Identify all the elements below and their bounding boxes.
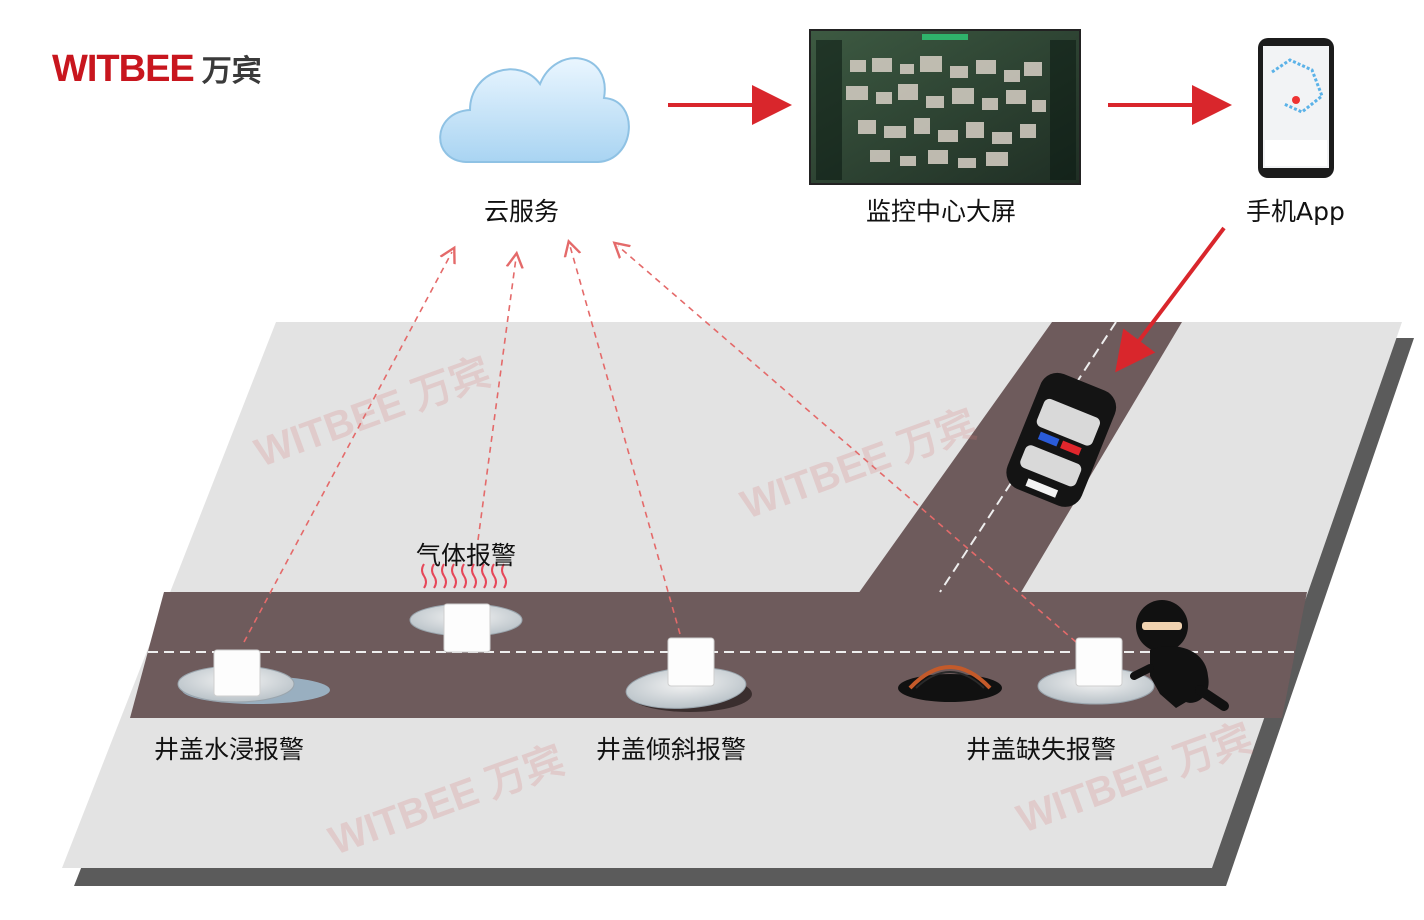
sensor-icon [667, 637, 715, 687]
arrow-phone-to-car [1115, 226, 1226, 373]
sensor-tilt [625, 637, 752, 712]
manhole-icon [898, 665, 1002, 702]
sensor-icon [1075, 637, 1123, 687]
phone-icon [1258, 38, 1334, 178]
sensor-icon [213, 649, 261, 697]
thief-icon [1130, 600, 1229, 711]
sensor-flood [177, 649, 330, 704]
uplink-tilt [570, 246, 681, 635]
phone-label: 手机App [1246, 197, 1345, 226]
uplink-flood [243, 252, 452, 643]
brand-name-en: WITBEE [52, 48, 195, 90]
tilt-alarm-label: 井盖倾斜报警 [596, 735, 747, 764]
gas-alarm-label: 气体报警 [416, 541, 517, 570]
uplink-gas [477, 258, 516, 541]
sensor-icon [443, 603, 491, 653]
cloud-icon [439, 57, 630, 163]
brand-name-cn: 万宾 [201, 54, 262, 89]
uplink-missing [618, 246, 1077, 643]
monitor-label: 监控中心大屏 [866, 197, 1017, 226]
flood-alarm-label: 井盖水浸报警 [154, 735, 305, 764]
sensor-missing [1037, 637, 1155, 705]
police-car-icon [1006, 372, 1117, 507]
cloud-label: 云服务 [484, 197, 560, 226]
sensor-gas [409, 563, 523, 653]
missing-alarm-label: 井盖缺失报警 [966, 735, 1117, 764]
monitor-screen-icon [809, 29, 1081, 185]
